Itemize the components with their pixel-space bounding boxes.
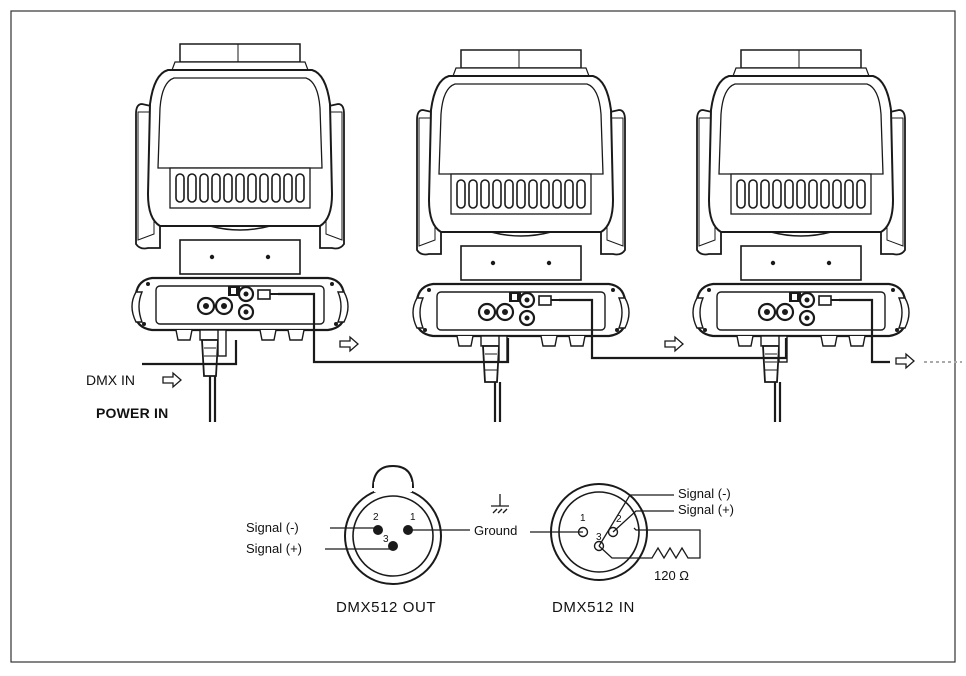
dmx512-out-connector: 2 1 3 — [344, 464, 442, 585]
arrow-icon — [664, 335, 684, 353]
ground-icon — [491, 494, 509, 514]
direction-arrows — [162, 335, 915, 389]
resistor-label: 120 Ω — [654, 568, 689, 583]
dmx-input-cable — [142, 340, 238, 366]
arrow-icon — [895, 352, 915, 370]
power-cables — [208, 376, 782, 422]
dmx-in-label: DMX IN — [86, 372, 135, 388]
dmx-link-cable-2 — [559, 298, 788, 360]
diagram-border — [10, 10, 956, 663]
in-pin-2-label: 2 — [616, 514, 622, 525]
fixture-3 — [691, 48, 911, 384]
dmx-in-arrow-icon — [162, 371, 182, 389]
dmx-link-cable-1 — [278, 292, 510, 364]
in-signal-plus-label: Signal (+) — [678, 502, 734, 517]
in-pin-1-label: 1 — [580, 513, 586, 524]
arrow-icon — [339, 335, 359, 353]
out-pin-1-label: 1 — [410, 512, 416, 523]
dmx-output-cable — [839, 298, 890, 364]
out-pin-3-label: 3 — [383, 534, 389, 545]
fixture-2 — [411, 48, 631, 384]
ground-label: Ground — [474, 523, 517, 538]
in-pin-3-label: 3 — [596, 532, 602, 543]
dmx512-in-caption: DMX512 IN — [552, 599, 635, 616]
out-pin-2-label: 2 — [373, 512, 379, 523]
fixture-1 — [130, 42, 350, 378]
out-signal-plus-label: Signal (+) — [246, 541, 302, 556]
pin-wiring — [325, 494, 701, 560]
out-signal-minus-label: Signal (-) — [246, 520, 299, 535]
power-in-label: POWER IN — [96, 405, 168, 421]
in-signal-minus-label: Signal (-) — [678, 486, 731, 501]
dmx512-out-caption: DMX512 OUT — [336, 599, 436, 616]
